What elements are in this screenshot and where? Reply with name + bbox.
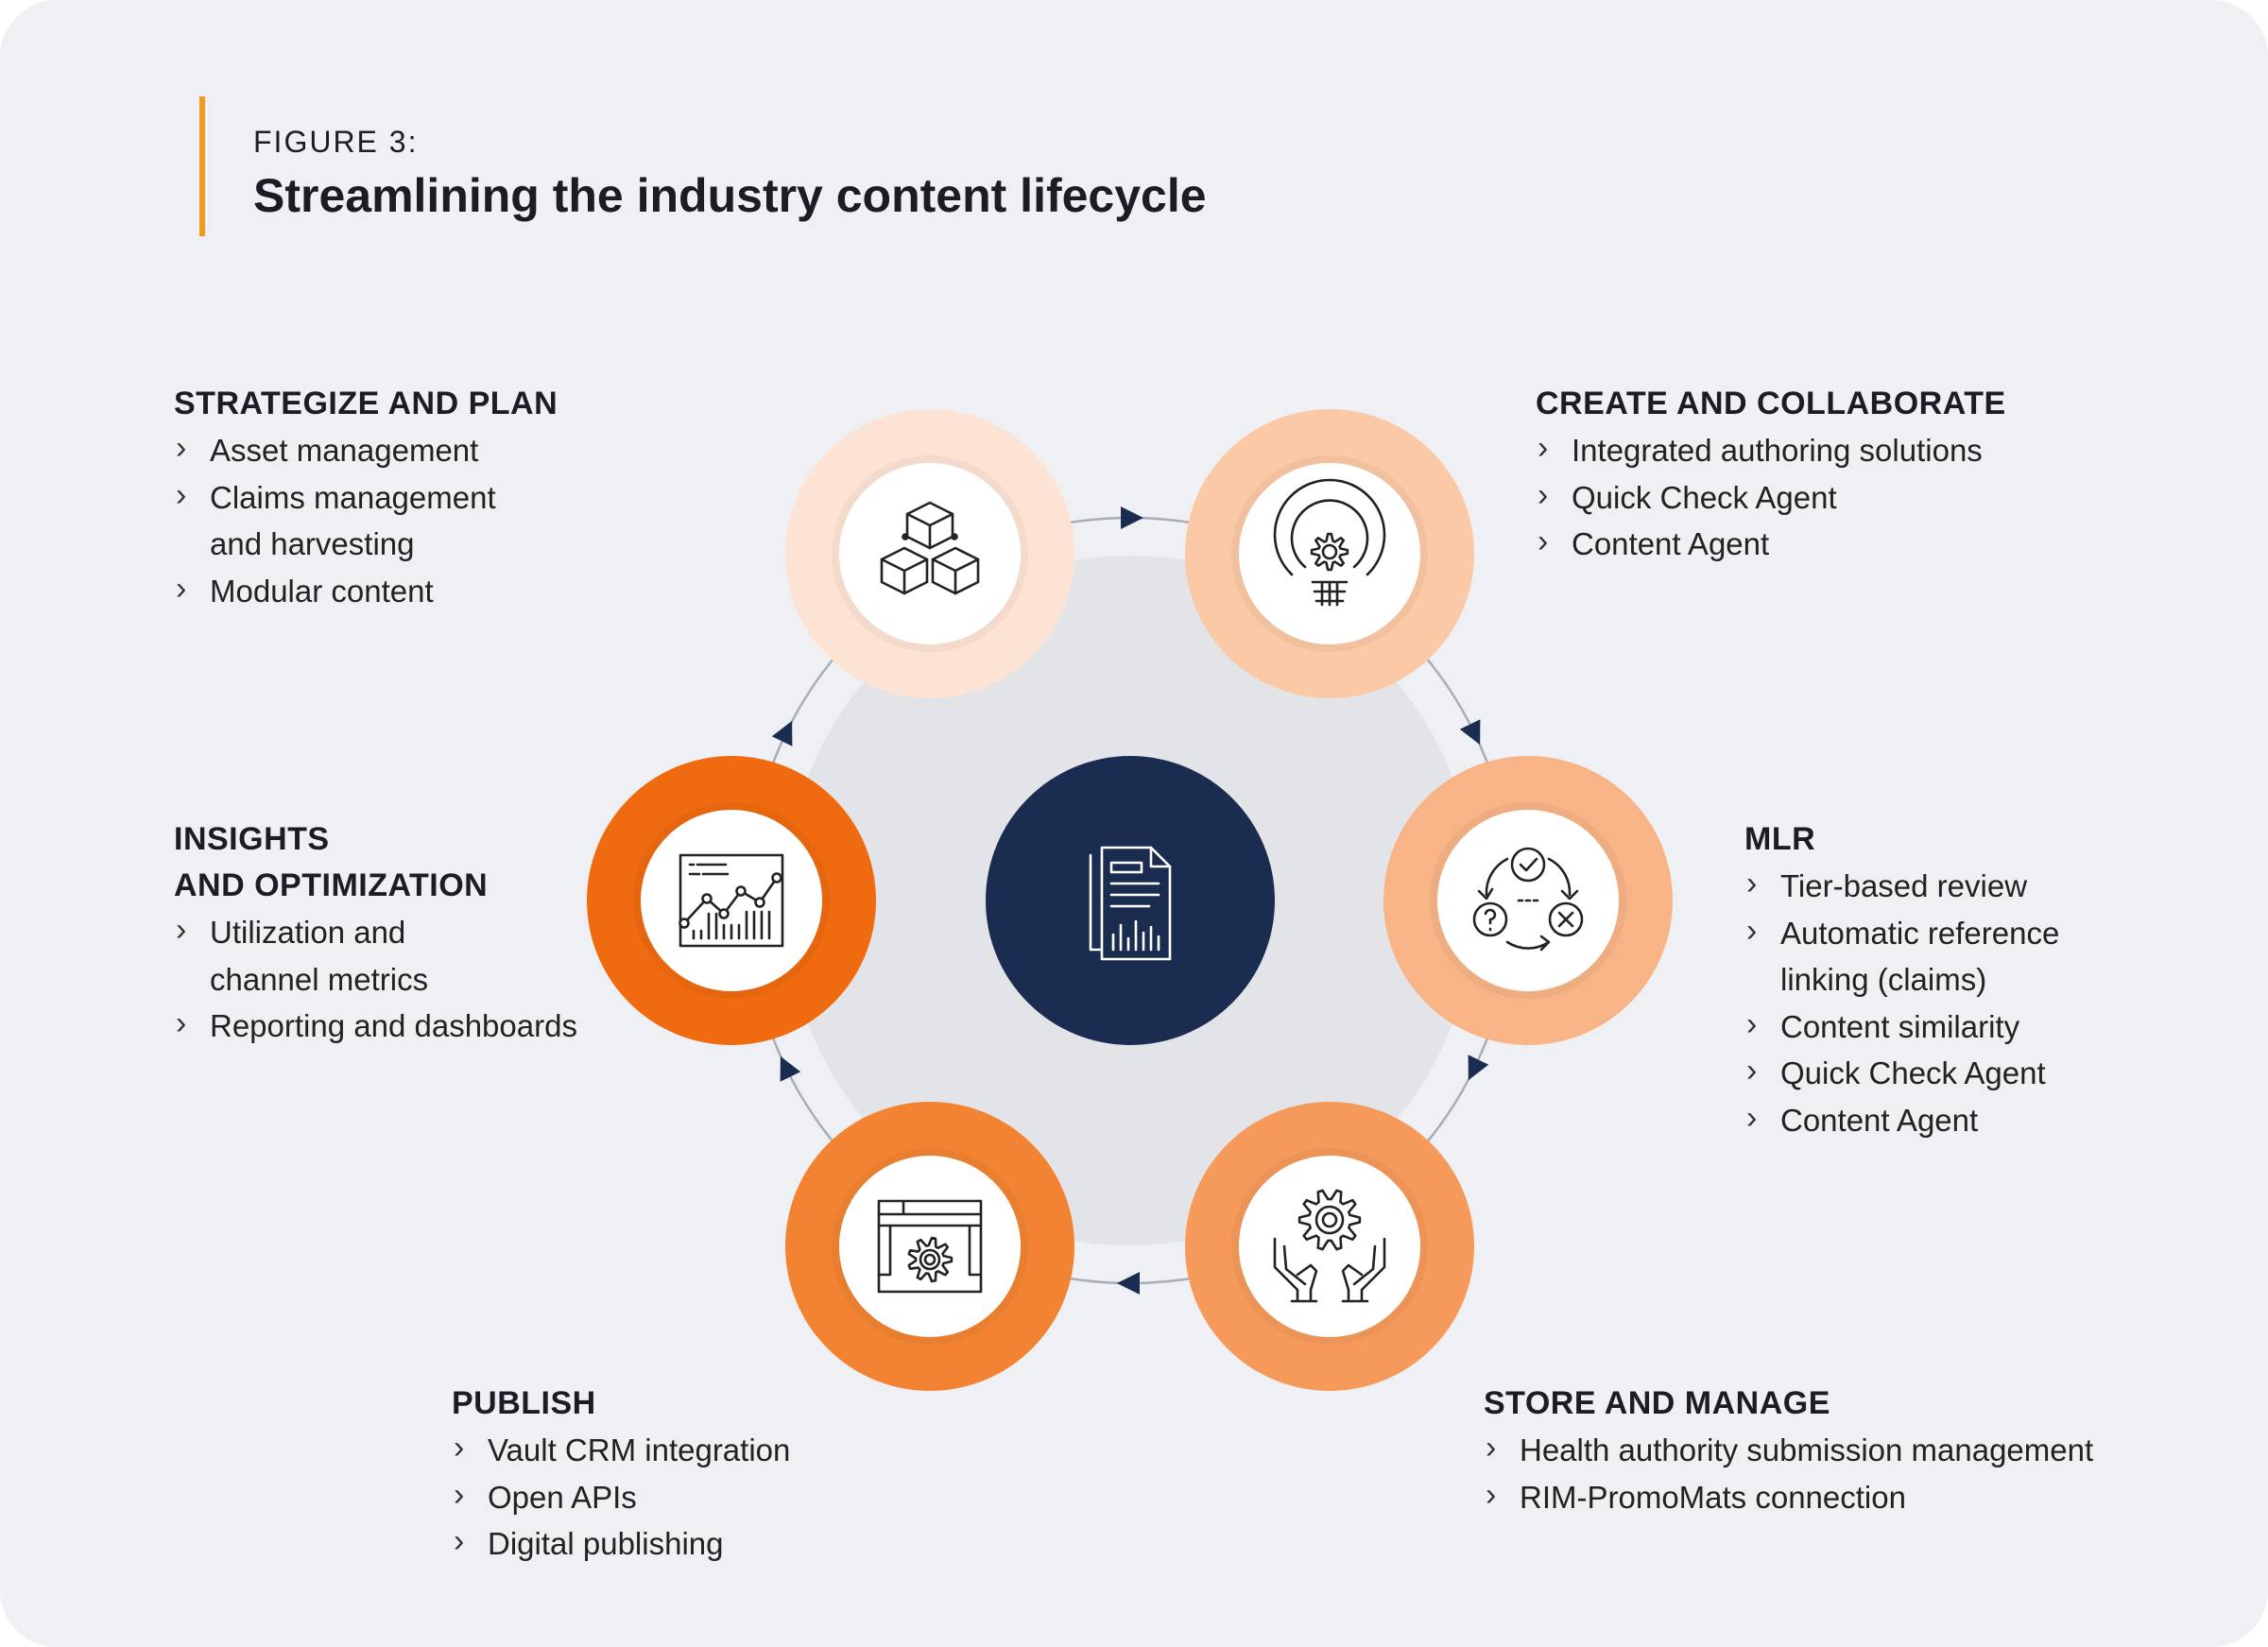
center-disc: [986, 756, 1275, 1045]
stage-items: Health authority submission managementRI…: [1484, 1425, 2094, 1521]
document-report-icon: [1089, 846, 1172, 961]
stage-icon-disc: [1239, 1156, 1420, 1337]
stage-title-line: INSIGHTS: [174, 821, 330, 857]
figure-title: Streamlining the industry content lifecy…: [253, 169, 1207, 222]
stage-title: MLR: [1744, 816, 2059, 863]
stage-node-insights: [587, 756, 876, 1045]
stage-item-line: Modular content: [210, 573, 434, 609]
center-node: [986, 756, 1275, 1045]
stage-title-line: STRATEGIZE AND PLAN: [174, 386, 558, 421]
cycle-arrows: [771, 506, 1489, 1295]
stage-item: Vault CRM integration: [452, 1425, 791, 1474]
stage-item-line: Reporting and dashboards: [210, 1008, 577, 1043]
stage-item-line: Claims management: [210, 479, 496, 515]
stage-item-line: and harvesting: [210, 526, 415, 561]
stage-items: Integrated authoring solutionsQuick Chec…: [1536, 425, 2006, 568]
stage-item-line: Health authority submission management: [1520, 1433, 2094, 1467]
stage-item-line: channel metrics: [210, 961, 429, 997]
stage-title-line: MLR: [1744, 821, 1816, 857]
stage-item: Reporting and dashboards: [174, 1001, 577, 1050]
stage-icon-disc: [1239, 463, 1420, 644]
cycle-arrow: [1468, 1055, 1489, 1081]
stage-items: Vault CRM integrationOpen APIsDigital pu…: [452, 1425, 791, 1568]
stage-item-line: Vault CRM integration: [488, 1433, 791, 1467]
stage-icon-disc: [839, 463, 1021, 644]
stage-title: PUBLISH: [452, 1381, 790, 1427]
stage-block-insights: INSIGHTS AND OPTIMIZATION Utilization and…: [174, 816, 577, 1050]
stage-item-line: Digital publishing: [488, 1526, 724, 1561]
stage-icon-disc: [839, 1156, 1021, 1337]
stage-item: Asset management: [174, 425, 558, 474]
stage-title: STORE AND MANAGE: [1484, 1381, 2093, 1427]
figure-label: FIGURE 3:: [253, 125, 419, 159]
stage-items: Utilization and channel metricsReporting …: [174, 907, 577, 1050]
stage-item: Modular content: [174, 566, 558, 615]
stage-title-line: STORE AND MANAGE: [1484, 1385, 1830, 1421]
stage-node-create: [1185, 409, 1474, 698]
stage-item: Claims management and harvesting: [174, 472, 558, 568]
stage-item-line: Automatic reference: [1780, 915, 2060, 951]
cycle-arrow: [1121, 506, 1143, 529]
browser-gear-icon: [877, 1199, 983, 1294]
stage-item: Health authority submission management: [1484, 1425, 2094, 1474]
stage-block-strategize: STRATEGIZE AND PLAN Asset managementClai…: [174, 381, 558, 614]
title-accent-bar: [199, 96, 205, 236]
stage-item-line: RIM-PromoMats connection: [1520, 1479, 1906, 1515]
stage-block-store: STORE AND MANAGE Health authority submis…: [1484, 1381, 2093, 1520]
review-cycle-icon: [1472, 847, 1584, 952]
stage-item-line: Quick Check Agent: [1572, 479, 1837, 515]
cycle-arrow: [1459, 719, 1481, 746]
stage-title: INSIGHTS AND OPTIMIZATION: [174, 816, 577, 909]
stage-item: Open APIs: [452, 1472, 790, 1521]
stage-item: RIM-PromoMats connection: [1484, 1472, 2093, 1521]
stage-item: Content Agent: [1536, 519, 2006, 568]
stage-item: Content similarity: [1744, 1002, 2059, 1051]
stage-title-line: AND OPTIMIZATION: [174, 867, 489, 903]
stage-item-line: Content Agent: [1780, 1102, 1979, 1138]
stage-item-line: Content Agent: [1572, 526, 1770, 561]
stage-item: Integrated authoring solutions: [1536, 425, 2006, 474]
stage-node-publish: [785, 1102, 1074, 1391]
stage-items: Asset managementClaims management and har…: [174, 425, 558, 615]
stage-item: Automatic reference linking (claims): [1744, 908, 2060, 1004]
stage-item-line: Utilization and: [210, 915, 406, 950]
stage-item: Quick Check Agent: [1744, 1048, 2059, 1097]
stage-title-line: PUBLISH: [452, 1385, 596, 1421]
stage-item: Quick Check Agent: [1536, 472, 2006, 522]
lightbulb-gear-icon: [1273, 478, 1386, 607]
stage-item-line: linking (claims): [1780, 962, 1987, 997]
stage-item: Tier-based review: [1744, 861, 2059, 910]
stage-block-create: CREATE AND COLLABORATE Integrated author…: [1536, 381, 2006, 568]
stage-item-line: Content similarity: [1780, 1008, 2020, 1044]
stage-item-line: Integrated authoring solutions: [1572, 433, 1983, 468]
stage-item: Utilization and channel metrics: [174, 907, 577, 1003]
stage-block-publish: PUBLISH Vault CRM integrationOpen APIsDi…: [452, 1381, 790, 1568]
stage-item-line: Open APIs: [488, 1479, 637, 1515]
stage-node-strategize: [785, 409, 1074, 698]
stage-title: CREATE AND COLLABORATE: [1536, 381, 2006, 427]
stage-title-line: CREATE AND COLLABORATE: [1536, 386, 2006, 421]
cubes-icon: [880, 501, 980, 595]
stage-item: Content Agent: [1744, 1095, 2059, 1144]
cycle-arrow: [1117, 1272, 1140, 1295]
stage-node-mlr: [1383, 756, 1673, 1045]
stage-circles: [587, 409, 1673, 1391]
stage-items: Tier-based reviewAutomatic reference link…: [1744, 861, 2060, 1144]
stage-item: Digital publishing: [452, 1518, 790, 1568]
stage-item-line: Tier-based review: [1780, 868, 2028, 903]
stage-title: STRATEGIZE AND PLAN: [174, 381, 558, 427]
stage-block-mlr: MLR Tier-based reviewAutomatic reference…: [1744, 816, 2059, 1143]
stage-item-line: Quick Check Agent: [1780, 1055, 2046, 1090]
cycle-arrow: [771, 720, 793, 746]
cycle-arrow: [780, 1055, 801, 1082]
analytics-chart-icon: [679, 853, 784, 948]
stage-node-store: [1185, 1102, 1474, 1391]
stage-item-line: Asset management: [210, 433, 479, 468]
stage-icon-disc: [641, 810, 822, 991]
hands-gear-icon: [1273, 1189, 1386, 1303]
